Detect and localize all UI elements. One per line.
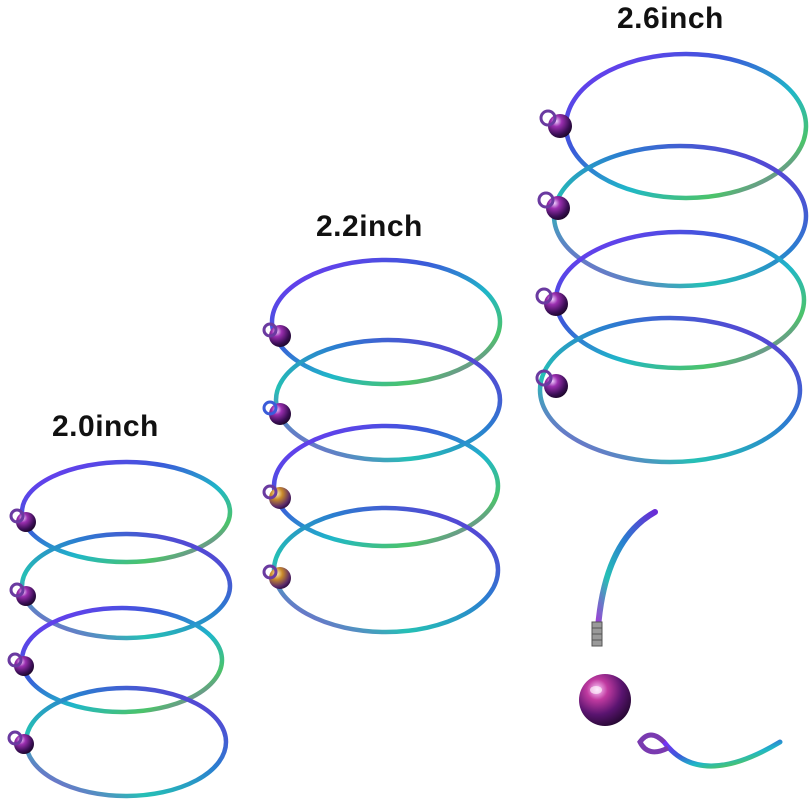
end-bead (14, 734, 34, 754)
bangle-group-2-2-inch (262, 257, 503, 635)
end-bead (16, 586, 36, 606)
bangle (273, 337, 503, 463)
bangle (563, 51, 809, 201)
bangle-group-2-0-inch (7, 459, 233, 799)
end-bead (14, 656, 34, 676)
bangle (553, 229, 807, 371)
bangle (551, 143, 809, 289)
loop-end-wire (661, 739, 783, 769)
bangle (269, 257, 503, 387)
end-bead (544, 292, 568, 316)
end-bead-large (579, 674, 631, 726)
label-2-0-inch: 2.0inch (52, 410, 159, 443)
bangle (23, 685, 229, 799)
bangle (537, 315, 803, 465)
end-bead (16, 512, 36, 532)
label-2-6-inch: 2.6inch (617, 2, 724, 35)
component-details (579, 509, 783, 769)
end-bead (546, 196, 570, 220)
bangle (19, 605, 225, 715)
end-bead (544, 374, 568, 398)
label-2-2-inch: 2.2inch (316, 210, 423, 243)
bangle-wire-segment (595, 509, 658, 631)
bangle-group-2-6-inch (535, 51, 809, 465)
bangle (271, 505, 501, 635)
end-bead (548, 114, 572, 138)
